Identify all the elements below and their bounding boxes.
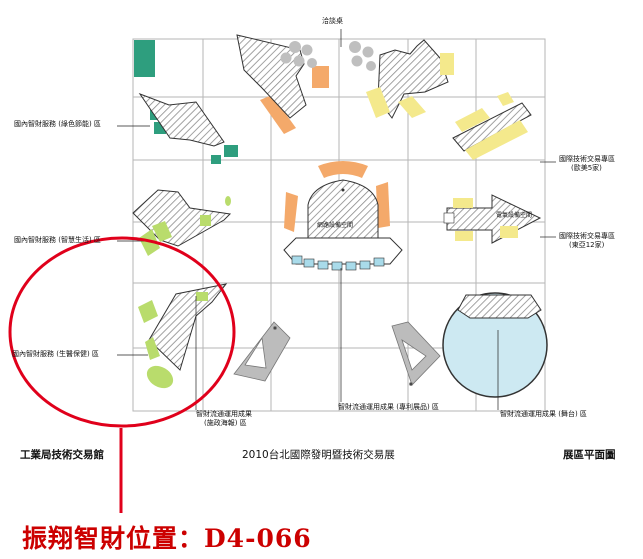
- network-space-booth: [283, 161, 403, 271]
- footer-left-title: 工業局技術交易館: [20, 449, 104, 461]
- footer-center-title: 2010台北國際發明暨技術交易展: [242, 449, 395, 461]
- orange-arc-booth: [284, 192, 298, 232]
- patent-products-zone-label: 智財流通運用成果 (專利展品) 區: [338, 403, 439, 411]
- stage-area: [442, 292, 548, 398]
- intl-us5-zone-label: 國際技術交易專區 (歐美5家): [559, 155, 615, 173]
- intl-us5-line1: 國際技術交易專區: [559, 155, 615, 163]
- intl-east12-line2: (東亞12家): [569, 240, 605, 249]
- green-booth: [134, 40, 155, 77]
- orange-arc-booth: [318, 161, 368, 178]
- stage-zone-label: 智財流通運用成果 (舞台) 區: [500, 410, 587, 418]
- poster-stands: [233, 321, 441, 386]
- location-caption: 振翔智財位置：D4-066: [22, 524, 312, 553]
- green-energy-zone-label: 國內智財服務 (綠色節能) 區: [14, 120, 101, 128]
- orange-booth: [312, 66, 329, 88]
- network-space-label: 網路設備空間: [317, 222, 354, 229]
- green-booth: [211, 155, 221, 164]
- bio-health-zone-label: 國內智財服務 (生醫保健) 區: [12, 350, 99, 358]
- orange-booth: [260, 95, 296, 134]
- intl-east12-line1: 國際技術交易專區: [559, 232, 615, 240]
- green-energy-zone: [134, 40, 238, 164]
- policy-posters-zone-label: 智財流通運用成果 (施政海報) 區: [196, 410, 252, 428]
- intl-east12-zone: [443, 194, 542, 244]
- footer-right-title: 展區平面圖: [563, 449, 616, 461]
- north-west-block: [236, 34, 329, 134]
- policy-posters-line2: (施政海報) 區: [204, 418, 247, 427]
- green-booth: [224, 145, 238, 157]
- smart-life-zone: [132, 189, 232, 256]
- meeting-tables: [280, 41, 376, 71]
- policy-posters-line1: 智財流通運用成果: [196, 410, 252, 418]
- orange-arc-booth: [376, 182, 390, 228]
- smart-life-zone-label: 國內智財服務 (智慧生活) 區: [14, 236, 101, 244]
- north-east-block: [366, 39, 454, 119]
- intl-us5-line2: (歐美5家): [571, 163, 602, 172]
- bio-health-zone: [138, 283, 228, 389]
- intl-us5-zone: [452, 92, 532, 160]
- highlight-circle: [8, 236, 236, 428]
- green-energy-hatched-block: [138, 92, 225, 147]
- intl-east12-zone-label: 國際技術交易專區 (東亞12家): [559, 232, 615, 250]
- meeting-table-label: 洽談桌: [322, 17, 343, 25]
- leader-lines: [117, 29, 556, 410]
- electrical-space-label: 電氣設備空間: [496, 212, 533, 219]
